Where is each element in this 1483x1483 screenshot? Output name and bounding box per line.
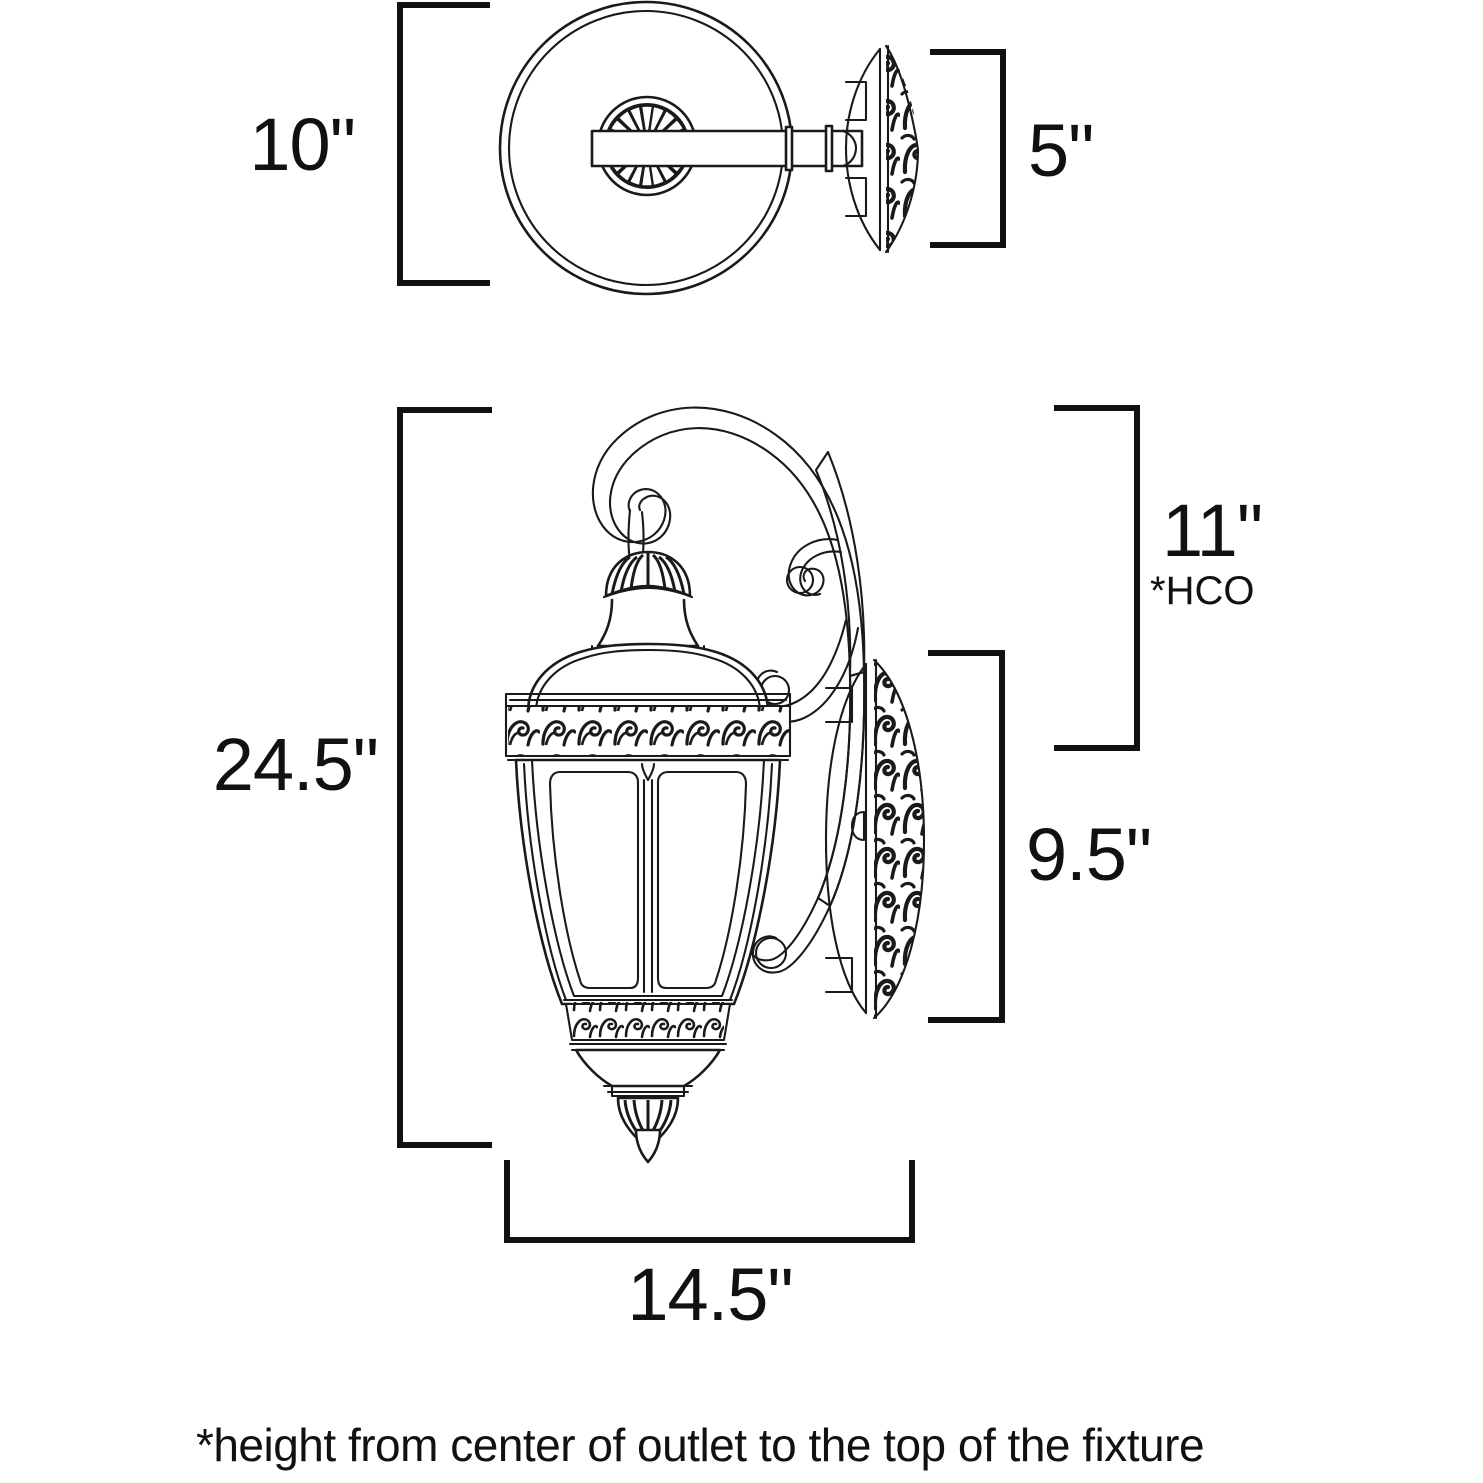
side-view-group [504,406,926,1164]
arm-inner-sweep [608,427,852,678]
lantern-body-shell [514,758,782,1006]
footnote-text: *height from center of outlet to the top… [196,1419,1204,1471]
dimension-24-5in: 24.5" [213,407,492,1148]
lantern-lower-band [562,998,734,1052]
dim-11in-bracket [1054,405,1140,751]
arm-outer-sweep [591,406,866,674]
scroll-arm-bracket [591,406,866,974]
arm-scroll-tip-inner [638,496,647,512]
arm-tail-scroll-bead [754,936,788,970]
dim-11in-hco-note: *HCO [1150,569,1254,613]
dim-24-5in-label: 24.5" [213,723,378,806]
lantern-dome-inner-line [534,648,762,712]
dim-10in-bracket [397,2,490,286]
dim-9-5in-bracket [928,650,1005,1023]
dimension-14-5in: 14.5" [504,1160,915,1336]
side-plate-ear-lower [824,956,854,994]
dim-24-5in-bracket [397,407,492,1148]
side-backplate-rear-profile [824,662,868,1015]
dimension-10in: 10" [249,2,490,286]
arm-mid-scroll-bead [785,565,815,595]
lantern-upper-band-caps [504,692,792,708]
lantern-body [514,758,782,1006]
top-arm-collars [784,124,834,173]
finial-neck [596,598,700,648]
dim-11in-label: 11" [1162,489,1262,572]
top-backplate-outer-edge [884,44,920,254]
lantern-bottom-finial [574,1048,722,1164]
dim-10in-label: 10" [249,103,355,186]
lantern-edge-right [728,762,774,1002]
top-view-group [498,0,920,296]
side-backplate-outer-edge [872,658,926,1020]
dim-5in-label: 5" [1028,109,1093,192]
finial-foot-collar [610,1084,686,1098]
lantern-finial-cap [590,508,706,664]
outlet-keyhole-detail [850,810,866,842]
glass-panel-left [548,770,640,990]
finial-tip [634,1128,662,1164]
dim-14-5in-label: 14.5" [627,1253,792,1336]
arm-mid-scroll [785,538,843,597]
dimension-5in: 5" [930,49,1094,248]
dim-9-5in-label: 9.5" [1026,813,1151,896]
side-plate-ear-upper [824,686,854,724]
top-plate-ear-upper [844,80,868,122]
top-plate-ear-lower [844,176,868,218]
glass-panel-right [656,770,748,990]
lantern-lower-band-frame [564,1002,732,1042]
lantern-body-inner-line [530,758,766,998]
top-backplate-inner-face [844,47,882,252]
lantern-upper-band [504,692,792,762]
dimension-11in-hco: 11" *HCO [1054,405,1263,751]
dimension-9-5in: 9.5" [928,650,1152,1023]
lantern-edge-left [522,762,568,1002]
arm-blade-lower [816,670,866,908]
top-mounting-arm [590,129,864,168]
finial-leaf-rim [602,586,694,599]
dim-14-5in-bracket [504,1160,915,1243]
dim-5in-bracket [930,49,1006,248]
lantern-center-mullion-top [640,762,656,782]
finial-leaf-striations [610,553,686,595]
lantern-upper-band-frame [504,704,792,758]
